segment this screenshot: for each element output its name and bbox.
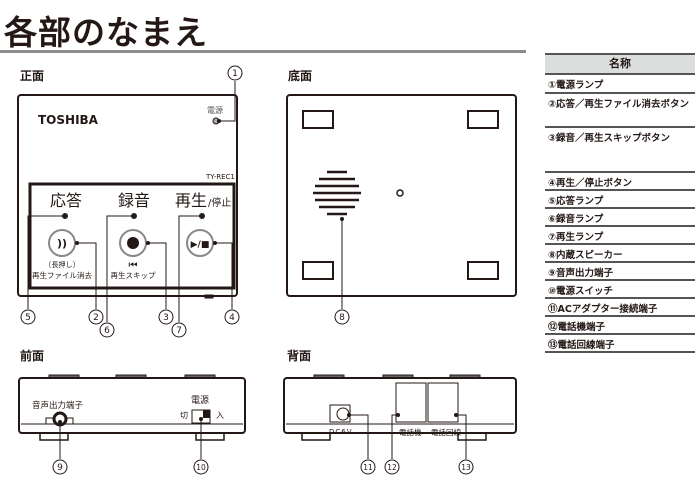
callout-6: 6 xyxy=(99,322,115,338)
power-switch-label: 電源 xyxy=(191,395,209,406)
front-view: 前面 音声出力端子 電源 切 入 xyxy=(18,348,246,459)
callout-7: 7 xyxy=(171,322,187,338)
phone-jack[interactable] xyxy=(395,382,427,423)
svg-text:13: 13 xyxy=(461,463,471,472)
device-diagrams: 正面 TOSHIBA 電源 TY-REC1 応答 録音 再生 /停止 )) ▶/… xyxy=(17,65,517,475)
svg-text:10: 10 xyxy=(196,463,206,472)
callout-8: 8 xyxy=(334,309,350,325)
top-view-label: 正面 xyxy=(20,69,44,83)
rubber-foot xyxy=(302,110,334,129)
table-row: ⑧内蔵スピーカー xyxy=(545,245,695,263)
line-jack[interactable] xyxy=(427,382,459,423)
svg-text:8: 8 xyxy=(339,313,345,323)
table-row: ④再生／停止ボタン xyxy=(545,173,695,191)
foot xyxy=(204,294,214,299)
bottom-view: 底面 xyxy=(286,68,517,309)
title-underline xyxy=(0,50,526,53)
device-front-body xyxy=(18,377,246,434)
control-panel xyxy=(28,182,236,290)
callout-10: 10 xyxy=(193,459,209,475)
back-view: 背面 DC6V 電話機 電話回線 xyxy=(283,348,517,459)
phone-jack-label: 電話機 xyxy=(399,427,422,437)
table-row: ⑬電話回線端子 xyxy=(545,335,695,353)
record-icon xyxy=(127,237,139,249)
rubber-foot xyxy=(467,110,499,129)
long-press-label: 〔長押し〕 xyxy=(45,260,80,269)
svg-text:2: 2 xyxy=(93,313,99,323)
switch-on-label: 入 xyxy=(216,411,224,420)
model-number: TY-REC1 xyxy=(205,173,235,181)
page-title: 各部のなまえ xyxy=(4,13,208,52)
callout-11: 11 xyxy=(360,459,376,475)
rubber-foot xyxy=(302,261,334,280)
svg-text:11: 11 xyxy=(363,463,373,472)
svg-text:7: 7 xyxy=(176,326,182,336)
answer-label: 応答 xyxy=(50,191,82,210)
callout-1: 1 xyxy=(227,65,243,81)
record-label: 録音 xyxy=(118,191,150,210)
table-row: ⑪ACアダプター接続端子 xyxy=(545,299,695,317)
table-row: ⑥録音ランプ xyxy=(545,209,695,227)
svg-text:6: 6 xyxy=(104,326,110,336)
rubber-foot xyxy=(467,261,499,280)
switch-off-label: 切 xyxy=(180,411,188,420)
table-row: ③録音／再生スキップボタン xyxy=(545,128,695,173)
table-row: ①電源ランプ xyxy=(545,75,695,94)
callout-13: 13 xyxy=(458,459,474,475)
bottom-view-label: 底面 xyxy=(288,68,312,83)
device-bottom-body xyxy=(286,94,517,297)
table-row: ②応答／再生ファイル消去ボタン xyxy=(545,94,695,128)
callout-5: 5 xyxy=(20,309,36,325)
front-view-label: 前面 xyxy=(20,348,44,363)
svg-text:1: 1 xyxy=(232,69,238,79)
dc-jack[interactable] xyxy=(336,407,350,421)
play-label: 再生 xyxy=(175,191,207,210)
table-header: 名称 xyxy=(545,55,695,75)
table-row: ⑤応答ランプ xyxy=(545,191,695,209)
callout-4: 4 xyxy=(224,309,240,325)
top-view: 正面 TOSHIBA 電源 TY-REC1 応答 録音 再生 /停止 )) ▶/… xyxy=(17,69,238,322)
svg-text:12: 12 xyxy=(387,463,397,472)
play-stop-icon: ▶/■ xyxy=(191,240,210,250)
stop-label: /停止 xyxy=(208,196,231,209)
svg-text:9: 9 xyxy=(57,463,63,473)
skip-back-icon: ⏮ xyxy=(129,260,138,271)
table-row: ⑫電話機端子 xyxy=(545,317,695,335)
svg-text:3: 3 xyxy=(163,313,169,323)
audio-out-label: 音声出力端子 xyxy=(32,400,84,411)
brand-logo: TOSHIBA xyxy=(38,113,99,127)
speaker-grille xyxy=(313,170,361,216)
table-row: ⑨音声出力端子 xyxy=(545,263,695,281)
skip-label: 再生スキップ xyxy=(111,270,156,280)
line-jack-label: 電話回線 xyxy=(431,427,461,437)
callout-12: 12 xyxy=(384,459,400,475)
callout-9: 9 xyxy=(52,459,68,475)
table-row: ⑩電源スイッチ xyxy=(545,281,695,299)
svg-text:5: 5 xyxy=(25,313,31,323)
parts-name-table: 名称 ①電源ランプ ②応答／再生ファイル消去ボタン ③録音／再生スキップボタン … xyxy=(545,53,695,353)
callout-3: 3 xyxy=(158,309,174,325)
screw-hole xyxy=(396,189,404,197)
speaker-wave-icon: )) xyxy=(57,237,67,250)
delete-file-label: 再生ファイル消去 xyxy=(32,270,92,280)
svg-text:4: 4 xyxy=(229,313,235,323)
power-lamp-label: 電源 xyxy=(207,106,223,115)
callout-2: 2 xyxy=(88,309,104,325)
dc-label: DC6V xyxy=(329,428,353,436)
table-row: ⑦再生ランプ xyxy=(545,227,695,245)
back-view-label: 背面 xyxy=(287,348,311,363)
